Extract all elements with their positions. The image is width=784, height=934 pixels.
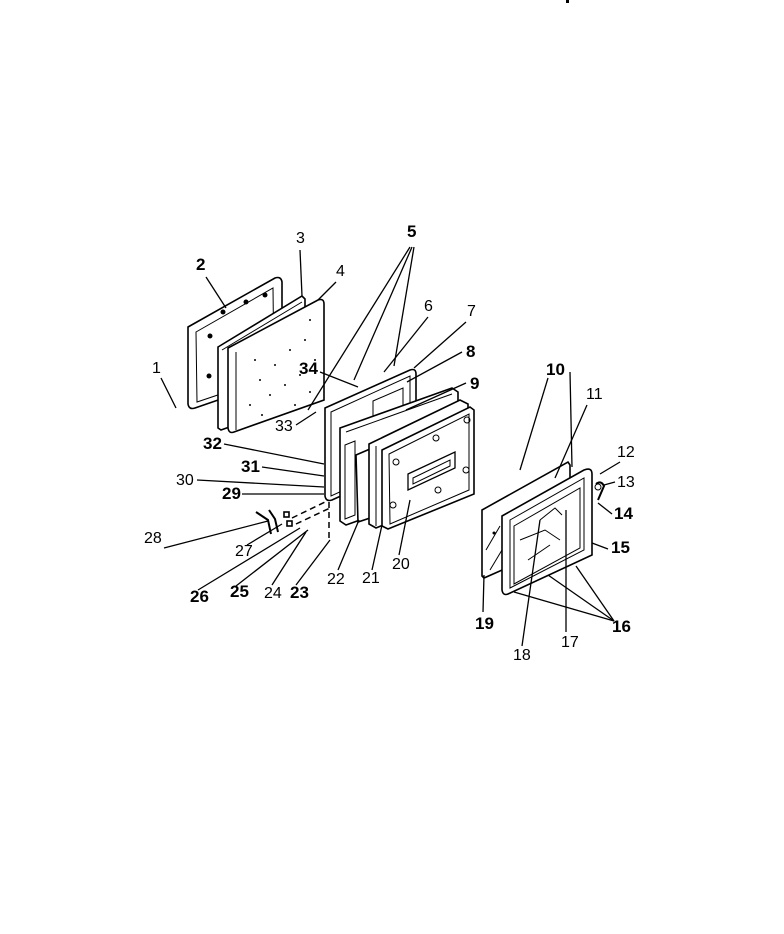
callout-28: 28 [144,530,162,547]
callout-3: 3 [296,230,305,247]
callout-31: 31 [241,457,260,476]
callout-8: 8 [466,342,475,361]
callout-26: 26 [190,587,209,606]
assembly-guide-dashed [291,501,326,519]
callout-6: 6 [424,298,433,315]
part-13-hinge-bracket [594,481,606,501]
callout-20: 20 [392,556,410,573]
callout-9: 9 [470,374,479,393]
part-22-side-trim [355,447,371,524]
callout-32: 32 [203,434,222,453]
callout-33: 33 [275,418,293,435]
callout-27: 27 [235,543,253,560]
callout-11: 11 [586,386,603,403]
part-4-insulation-panel [227,298,325,434]
callout-4: 4 [336,263,345,280]
callout-19: 19 [475,614,494,633]
callout-15: 15 [611,538,630,557]
callout-17: 17 [561,634,579,651]
callout-24: 24 [264,585,282,602]
callout-23: 23 [290,583,309,602]
callout-34: 34 [299,359,318,378]
callout-29: 29 [222,484,241,503]
callout-12: 12 [617,444,635,461]
callout-10: 10 [546,360,565,379]
edge-mark [566,0,569,3]
callout-1: 1 [152,360,161,377]
leader-lines [160,246,621,647]
part-27-28-hinge-arm [255,509,279,535]
part-15-window-frame [501,468,593,596]
callout-18: 18 [513,647,531,664]
callout-30: 30 [176,472,194,489]
callout-7: 7 [467,303,476,320]
callout-labels: 1 2 3 4 5 6 7 8 9 10 11 12 13 14 15 16 1… [144,222,635,664]
part-25-26-hinge-pins [283,511,293,527]
callout-14: 14 [614,504,633,523]
callout-13: 13 [617,474,635,491]
callout-2: 2 [196,255,205,274]
callout-21: 21 [362,570,380,587]
callout-16: 16 [612,617,631,636]
callout-25: 25 [230,582,249,601]
callout-22: 22 [327,571,345,588]
assembly-guide-dashed [295,507,331,525]
callout-5: 5 [407,222,416,241]
